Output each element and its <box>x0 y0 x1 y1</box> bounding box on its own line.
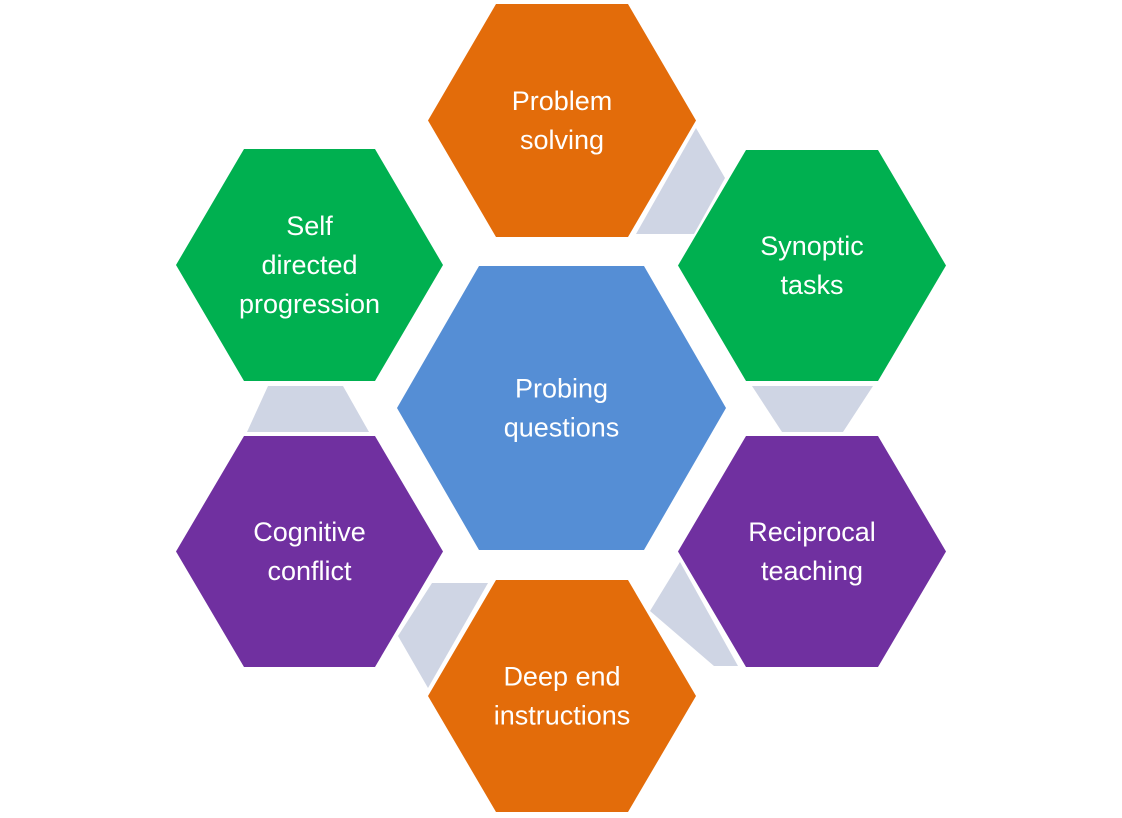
hexagon-label-self-directed-progression-line-3: progression <box>239 289 380 319</box>
hexagon-shape-probing-questions <box>397 266 726 550</box>
hexagon-label-synoptic-tasks-line-2: tasks <box>780 270 843 300</box>
hexagon-self-directed-progression: Self directed progression <box>176 149 443 381</box>
hexagon-label-cognitive-conflict-line-1: Cognitive <box>253 517 366 547</box>
hexagon-label-deep-end-instructions-line-1: Deep end <box>503 662 620 692</box>
hexagon-label-reciprocal-teaching-line-2: teaching <box>761 556 863 586</box>
hexagon-shape-cognitive-conflict <box>176 436 443 667</box>
connector-deep-end-instructions-to-cognitive-conflict <box>398 583 488 688</box>
hexagon-reciprocal-teaching: Reciprocal teaching <box>678 436 946 667</box>
hexagon-shape-self-directed-progression <box>176 149 443 381</box>
hexagon-label-problem-solving-line-2: solving <box>520 125 604 155</box>
connectors <box>247 128 873 688</box>
hexagon-label-cognitive-conflict-line-2: conflict <box>267 556 352 586</box>
hexagon-shape-reciprocal-teaching <box>678 436 946 667</box>
hexagon-synoptic-tasks: Synoptic tasks <box>678 150 946 381</box>
hexagon-label-synoptic-tasks-line-1: Synoptic <box>760 231 864 261</box>
connector-cognitive-conflict-to-self-directed-progression <box>247 386 369 432</box>
hexagon-shape-deep-end-instructions <box>428 580 696 812</box>
hexagon-probing-questions: Probing questions <box>397 266 726 550</box>
hexagon-shape-problem-solving <box>428 4 696 237</box>
hexagon-deep-end-instructions: Deep end instructions <box>428 580 696 812</box>
hexagon-label-deep-end-instructions-line-2: instructions <box>494 701 631 731</box>
hexagon-label-self-directed-progression-line-2: directed <box>261 250 357 280</box>
hexagon-label-self-directed-progression-line-1: Self <box>286 211 333 241</box>
hexagon-label-reciprocal-teaching-line-1: Reciprocal <box>748 517 876 547</box>
connector-reciprocal-teaching-to-deep-end-instructions <box>650 562 738 666</box>
hexagon-label-probing-questions-line-2: questions <box>504 413 620 443</box>
hexagon-label-probing-questions-line-1: Probing <box>515 374 608 404</box>
connector-synoptic-tasks-to-reciprocal-teaching <box>752 386 873 432</box>
hexagon-shape-synoptic-tasks <box>678 150 946 381</box>
connector-problem-solving-to-synoptic-tasks <box>636 128 725 234</box>
hexagon-problem-solving: Problem solving <box>428 4 696 237</box>
hexagon-label-problem-solving-line-1: Problem <box>512 86 613 116</box>
hexagon-cognitive-conflict: Cognitive conflict <box>176 436 443 667</box>
